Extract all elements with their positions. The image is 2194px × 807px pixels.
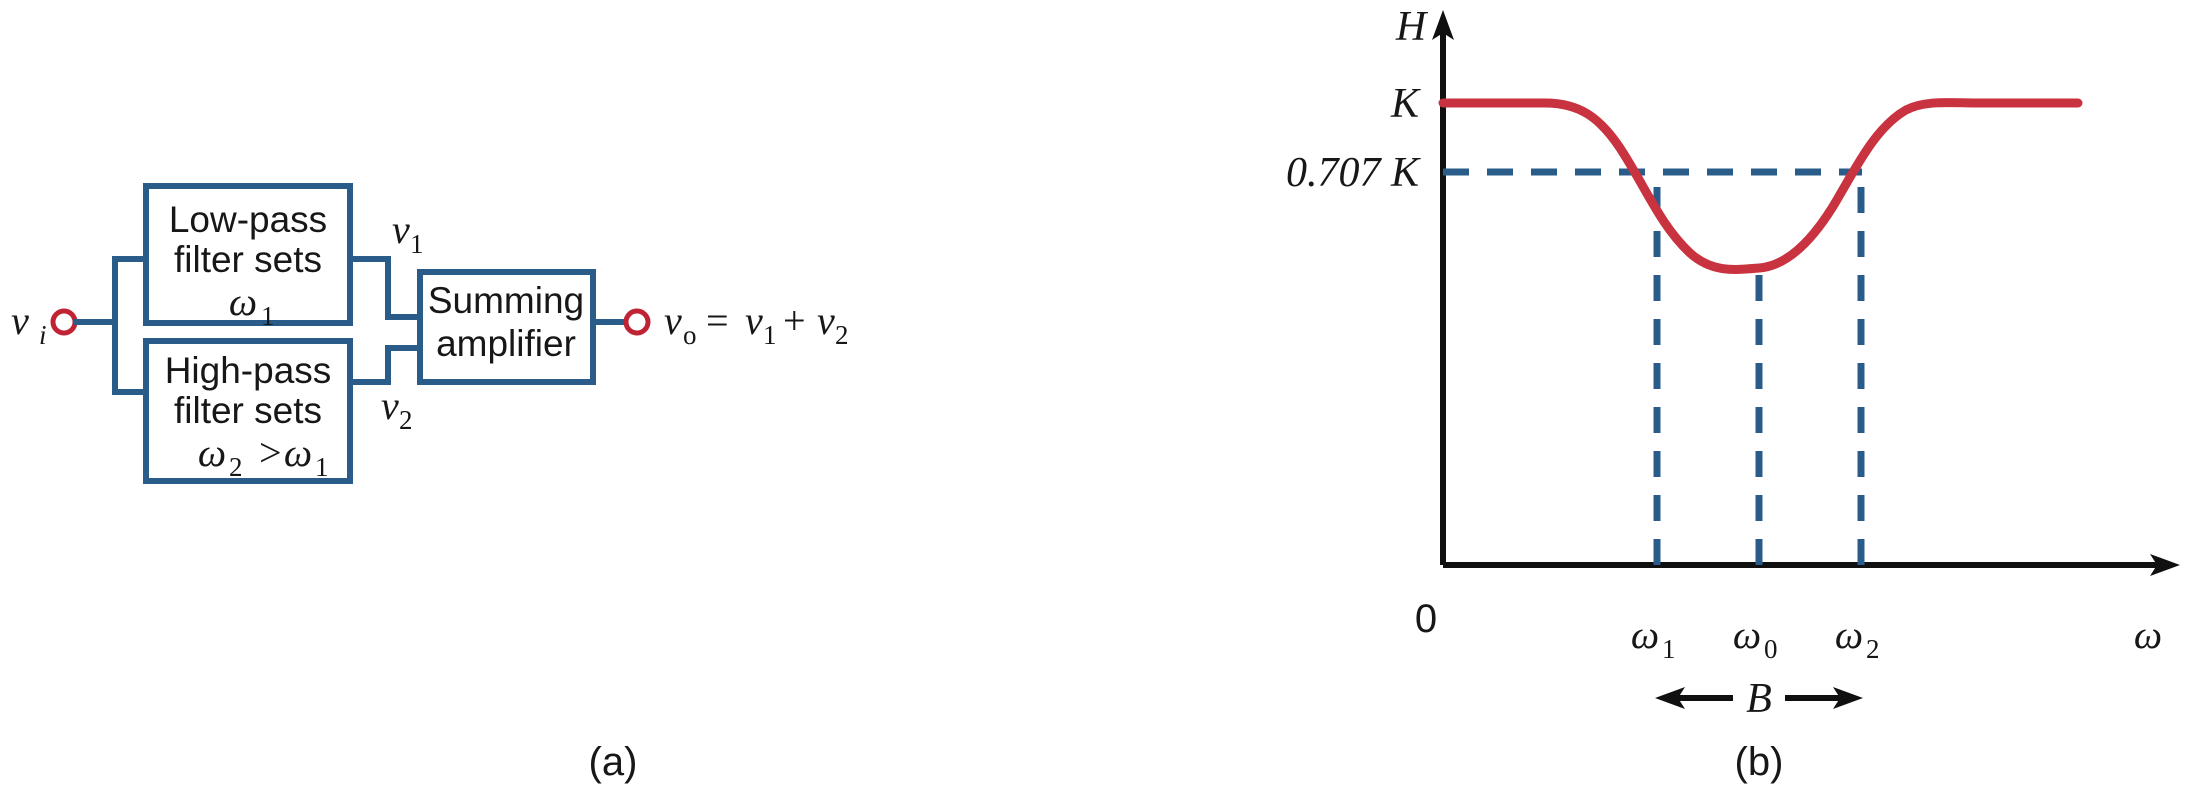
low-pass-output-wiring bbox=[347, 256, 423, 320]
bandwidth-annotation: B bbox=[1655, 676, 1863, 722]
x-tick-omega1: ω 1 bbox=[1631, 612, 1676, 664]
x-tick-label-omega1: ω bbox=[1631, 612, 1659, 657]
output-symbol-subscript: o bbox=[683, 320, 697, 350]
x-axis bbox=[1443, 554, 2180, 576]
v2-signal-label: v bbox=[381, 383, 399, 428]
input-signal-subscript: i bbox=[39, 320, 47, 350]
summing-amplifier-outline bbox=[417, 269, 596, 385]
panel-b-caption: (b) bbox=[1735, 740, 1784, 784]
x-tick-subscript-omega0: 0 bbox=[1764, 634, 1778, 664]
y-tick-label-K: K bbox=[1390, 81, 1421, 127]
v1-signal-label: v bbox=[392, 207, 410, 252]
high-pass-line2: filter sets bbox=[174, 390, 322, 431]
x-tick-omega2: ω 2 bbox=[1835, 612, 1880, 664]
output-expression: v o = v 1 + v 2 bbox=[664, 298, 849, 350]
output-plus: + bbox=[783, 298, 806, 343]
y-axis-label: H bbox=[1395, 4, 1429, 50]
output-term2: v bbox=[817, 298, 835, 343]
bandwidth-label: B bbox=[1746, 676, 1772, 722]
high-pass-omega1-subscript: 1 bbox=[315, 452, 329, 482]
origin-label: 0 bbox=[1415, 597, 1437, 641]
low-pass-filter-block[interactable]: Low-pass filter sets ω 1 bbox=[143, 183, 353, 331]
output-term2-subscript: 2 bbox=[835, 320, 849, 350]
output-term1: v bbox=[745, 298, 763, 343]
y-tick-label-0707K: 0.707 K bbox=[1286, 150, 1421, 196]
panel-a: v i Low-pass filter sets ω 1 High-pass f… bbox=[11, 183, 849, 784]
summing-amplifier-block[interactable]: Summing amplifier bbox=[417, 269, 596, 385]
v2-signal-subscript: 2 bbox=[399, 405, 413, 435]
high-pass-omega2-subscript: 2 bbox=[229, 452, 243, 482]
low-pass-block-outline bbox=[143, 183, 353, 326]
high-pass-line1: High-pass bbox=[165, 350, 332, 391]
low-pass-omega-subscript: 1 bbox=[261, 301, 275, 331]
panel-a-caption: (a) bbox=[589, 740, 638, 784]
bandwidth-left-arrowhead-icon bbox=[1655, 687, 1685, 709]
low-pass-line1: Low-pass bbox=[169, 199, 327, 240]
x-tick-label-omega2: ω bbox=[1835, 612, 1863, 657]
high-pass-omega2: ω bbox=[198, 430, 226, 475]
high-pass-inequality: > bbox=[259, 430, 282, 475]
x-axis-arrowhead-icon bbox=[2150, 554, 2180, 576]
output-term1-subscript: 1 bbox=[763, 320, 777, 350]
x-tick-subscript-omega1: 1 bbox=[1662, 634, 1676, 664]
frequency-response-curve bbox=[1438, 98, 2083, 274]
x-tick-subscript-omega2: 2 bbox=[1866, 634, 1880, 664]
input-signal-label: v bbox=[11, 298, 29, 343]
input-terminal-icon[interactable] bbox=[50, 308, 78, 336]
x-axis-label: ω bbox=[2134, 612, 2162, 657]
high-pass-output-wiring bbox=[347, 345, 423, 385]
output-terminal-icon[interactable] bbox=[623, 308, 651, 336]
summing-amplifier-line2: amplifier bbox=[436, 323, 576, 364]
bandwidth-right-arrowhead-icon bbox=[1833, 687, 1863, 709]
v1-signal-subscript: 1 bbox=[410, 229, 424, 259]
y-axis bbox=[1432, 10, 1454, 565]
x-tick-label-omega0: ω bbox=[1733, 612, 1761, 657]
high-pass-filter-block[interactable]: High-pass filter sets ω 2 > ω 1 bbox=[143, 338, 353, 484]
input-wiring bbox=[73, 256, 149, 395]
panel-b: H ω K 0.707 K 0 ω 1 ω 0 ω 2 bbox=[1286, 4, 2180, 784]
summing-amplifier-line1: Summing bbox=[428, 280, 584, 321]
y-axis-arrowhead-icon bbox=[1432, 10, 1454, 40]
low-pass-omega: ω bbox=[229, 279, 257, 324]
high-pass-block-outline bbox=[143, 338, 353, 484]
high-pass-omega1: ω bbox=[284, 430, 312, 475]
output-symbol: v bbox=[664, 298, 682, 343]
low-pass-line2: filter sets bbox=[174, 239, 322, 280]
output-equals: = bbox=[706, 298, 729, 343]
x-tick-omega0: ω 0 bbox=[1733, 612, 1778, 664]
